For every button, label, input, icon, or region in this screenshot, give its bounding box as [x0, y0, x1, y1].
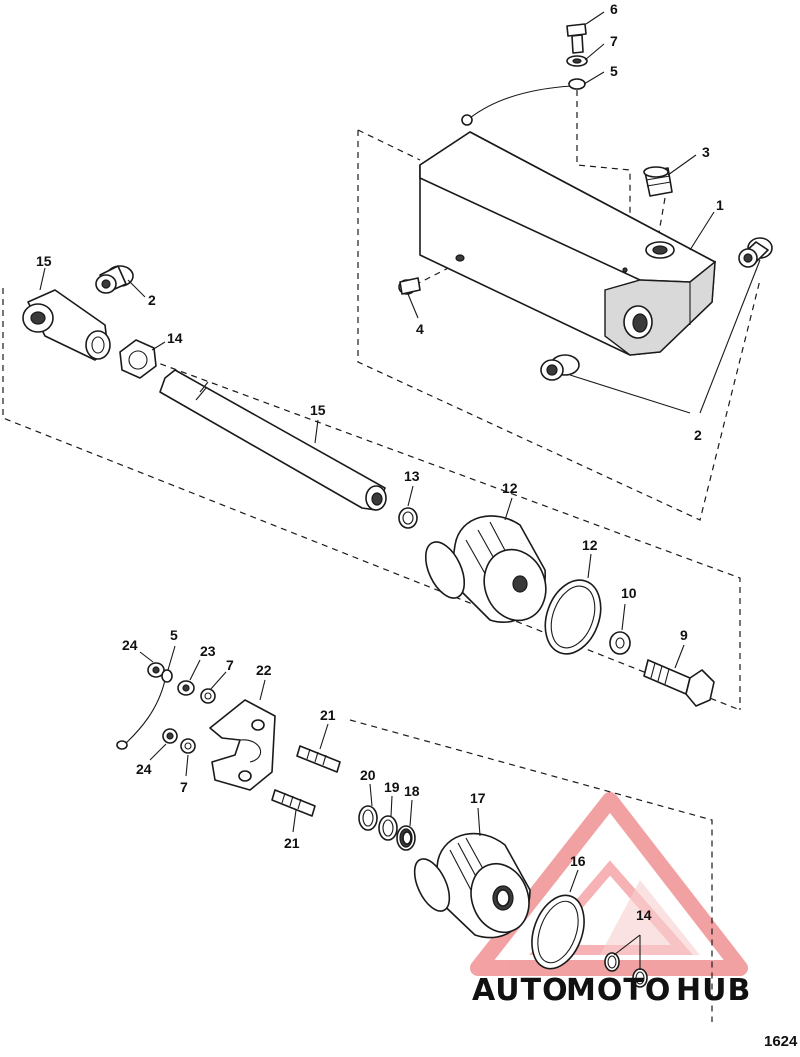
part-11-piston — [424, 515, 547, 623]
callout-24-lower: 24 — [136, 761, 152, 777]
callout-8: 9 — [680, 627, 688, 643]
callout-19: 19 — [384, 779, 400, 795]
part-21-stud-upper — [296, 745, 341, 773]
part-20-ring — [358, 805, 378, 831]
part-22-clamp — [209, 699, 276, 791]
diagram-id: 1624 — [764, 1033, 798, 1050]
leader-lines — [39, 11, 761, 970]
callout-5-lower: 5 — [170, 627, 178, 643]
callout-7-upper: 7 — [226, 657, 234, 673]
callout-21-lower: 21 — [284, 835, 300, 851]
callout-23: 23 — [200, 643, 216, 659]
callout-12-lower: 14 — [636, 907, 652, 923]
part-7-lock-washer-upper — [200, 688, 216, 704]
part-16-seal — [531, 894, 585, 970]
part-13-shaft — [159, 369, 387, 511]
callout-20: 20 — [360, 767, 376, 783]
callout-1: 1 — [716, 197, 724, 213]
part-3-plug — [643, 166, 673, 197]
callout-22: 22 — [256, 662, 272, 678]
part-21-stud-lower — [271, 789, 316, 817]
part-6-screw — [566, 23, 587, 54]
callout-17: 17 — [470, 790, 486, 806]
callout-7-lower: 7 — [180, 779, 188, 795]
watermark-hub: HUB — [676, 973, 751, 1008]
callout-10: 12 — [582, 537, 598, 553]
part-7-lock-washer-lower — [180, 738, 196, 754]
part-12-ring-upper — [398, 507, 418, 529]
part-23-nut — [177, 680, 195, 696]
callout-2-left: 2 — [148, 292, 156, 308]
part-8-bolt — [643, 659, 715, 707]
callout-11: 12 — [502, 480, 518, 496]
watermark-text: AUTO MOTO HUB — [472, 973, 751, 1008]
part-24-nut-upper — [147, 662, 165, 678]
part-7-lock-washer-top — [566, 55, 588, 67]
part-14-nut — [119, 339, 157, 379]
callout-21-upper: 21 — [320, 707, 336, 723]
callout-5-top: 5 — [610, 63, 618, 79]
part-12-ring-lower-a — [604, 952, 620, 972]
part-2-bushing-left — [95, 265, 134, 294]
part-4-fitting — [398, 277, 421, 295]
callout-12-upper: 13 — [404, 468, 420, 484]
part-2-bushing-right — [738, 237, 773, 268]
part-10-seal — [544, 579, 602, 655]
callout-4: 4 — [416, 321, 424, 337]
callout-7-top: 7 — [610, 33, 618, 49]
part-19-ring — [378, 815, 398, 841]
callout-24-upper: 24 — [122, 637, 138, 653]
callout-15: 15 — [36, 253, 52, 269]
part-17-piston — [413, 832, 531, 939]
callout-16: 16 — [570, 853, 586, 869]
callout-18: 18 — [404, 783, 420, 799]
part-5-ground-strap-top — [461, 78, 586, 126]
callout-2-right: 2 — [694, 427, 702, 443]
part-1-housing — [419, 131, 716, 356]
part-2-bushing-bottom — [540, 354, 580, 381]
callout-9: 10 — [621, 585, 637, 601]
part-9-washer — [609, 631, 631, 655]
callout-labels: 6 7 5 3 1 4 2 2 15 14 15 13 12 12 10 9 2… — [36, 1, 724, 923]
part-15-rod-end — [22, 289, 111, 361]
callout-3: 3 — [702, 144, 710, 160]
watermark-auto: AUTO — [472, 973, 569, 1008]
part-18-ring — [396, 825, 416, 851]
callout-14: 14 — [167, 330, 183, 346]
part-24-nut-lower — [162, 728, 178, 744]
dashed-assembly-outlines — [2, 90, 761, 1022]
part-5-ground-strap-lower — [116, 669, 173, 750]
callout-13: 15 — [310, 402, 326, 418]
watermark-moto: MOTO — [566, 973, 671, 1008]
callout-6: 6 — [610, 1, 618, 17]
